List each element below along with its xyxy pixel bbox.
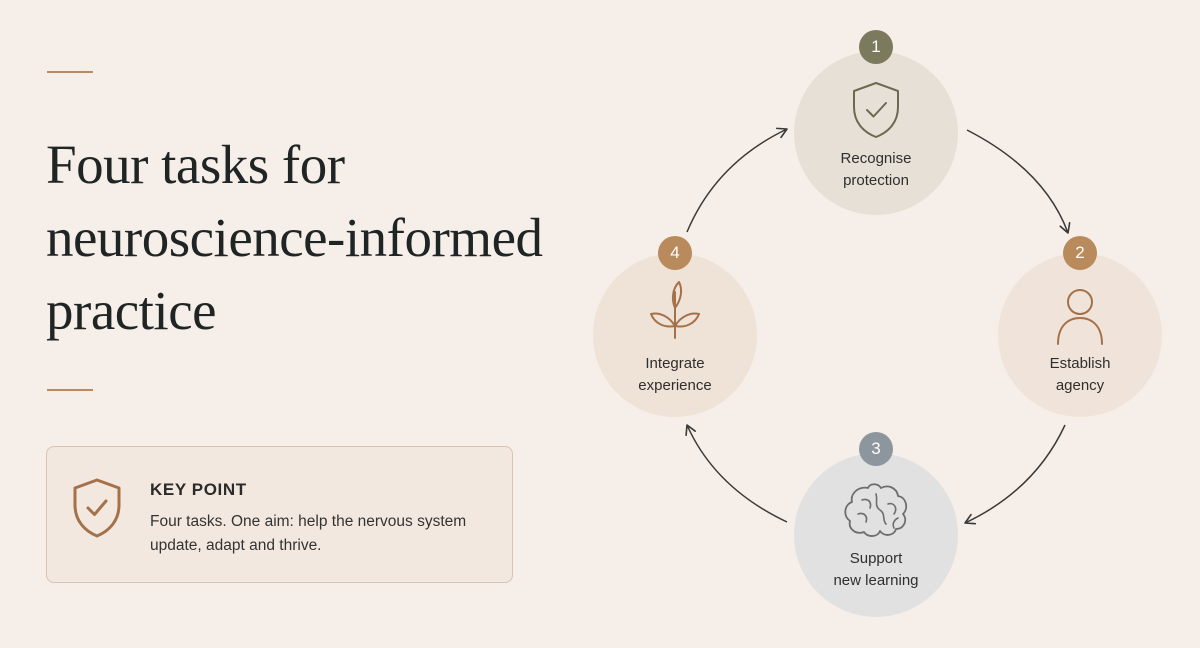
step-badge-2: 2 — [1063, 236, 1097, 270]
step-badge-3: 3 — [859, 432, 893, 466]
arrow-1-to-2 — [966, 129, 1071, 234]
key-point-body: Four tasks. One aim: help the nervous sy… — [150, 513, 467, 554]
title-line-3: practice — [46, 280, 217, 341]
bottom-accent-rule — [47, 389, 93, 391]
title-line-1: Four tasks for — [46, 134, 345, 195]
step-badge-4: 4 — [658, 236, 692, 270]
step-badge-1: 1 — [859, 30, 893, 64]
node-circle-support-new-learning — [794, 453, 958, 617]
arrow-2-to-3 — [964, 424, 1066, 525]
arrow-4-to-1 — [686, 127, 788, 233]
page-title: Four tasks for neuroscience-informed pra… — [46, 128, 543, 347]
node-label-integrate-experience: Integrate experience — [638, 355, 712, 394]
node-label-support-new-learning: Support new learning — [833, 550, 919, 589]
brain-icon — [844, 483, 908, 537]
node-label-establish-agency: Establish agency — [1049, 355, 1111, 394]
shield-check-icon — [73, 478, 121, 538]
sprout-icon — [650, 281, 700, 339]
node-label-recognise-protection: Recognise protection — [840, 150, 912, 189]
shield-check-icon — [853, 82, 899, 138]
arrow-3-to-4 — [685, 424, 788, 523]
key-point-box: KEY POINT Four tasks. One aim: help the … — [46, 446, 513, 583]
top-accent-rule — [47, 71, 93, 73]
title-line-2: neuroscience-informed — [46, 207, 543, 268]
person-icon — [1057, 289, 1103, 345]
key-point-heading: KEY POINT — [150, 480, 247, 499]
